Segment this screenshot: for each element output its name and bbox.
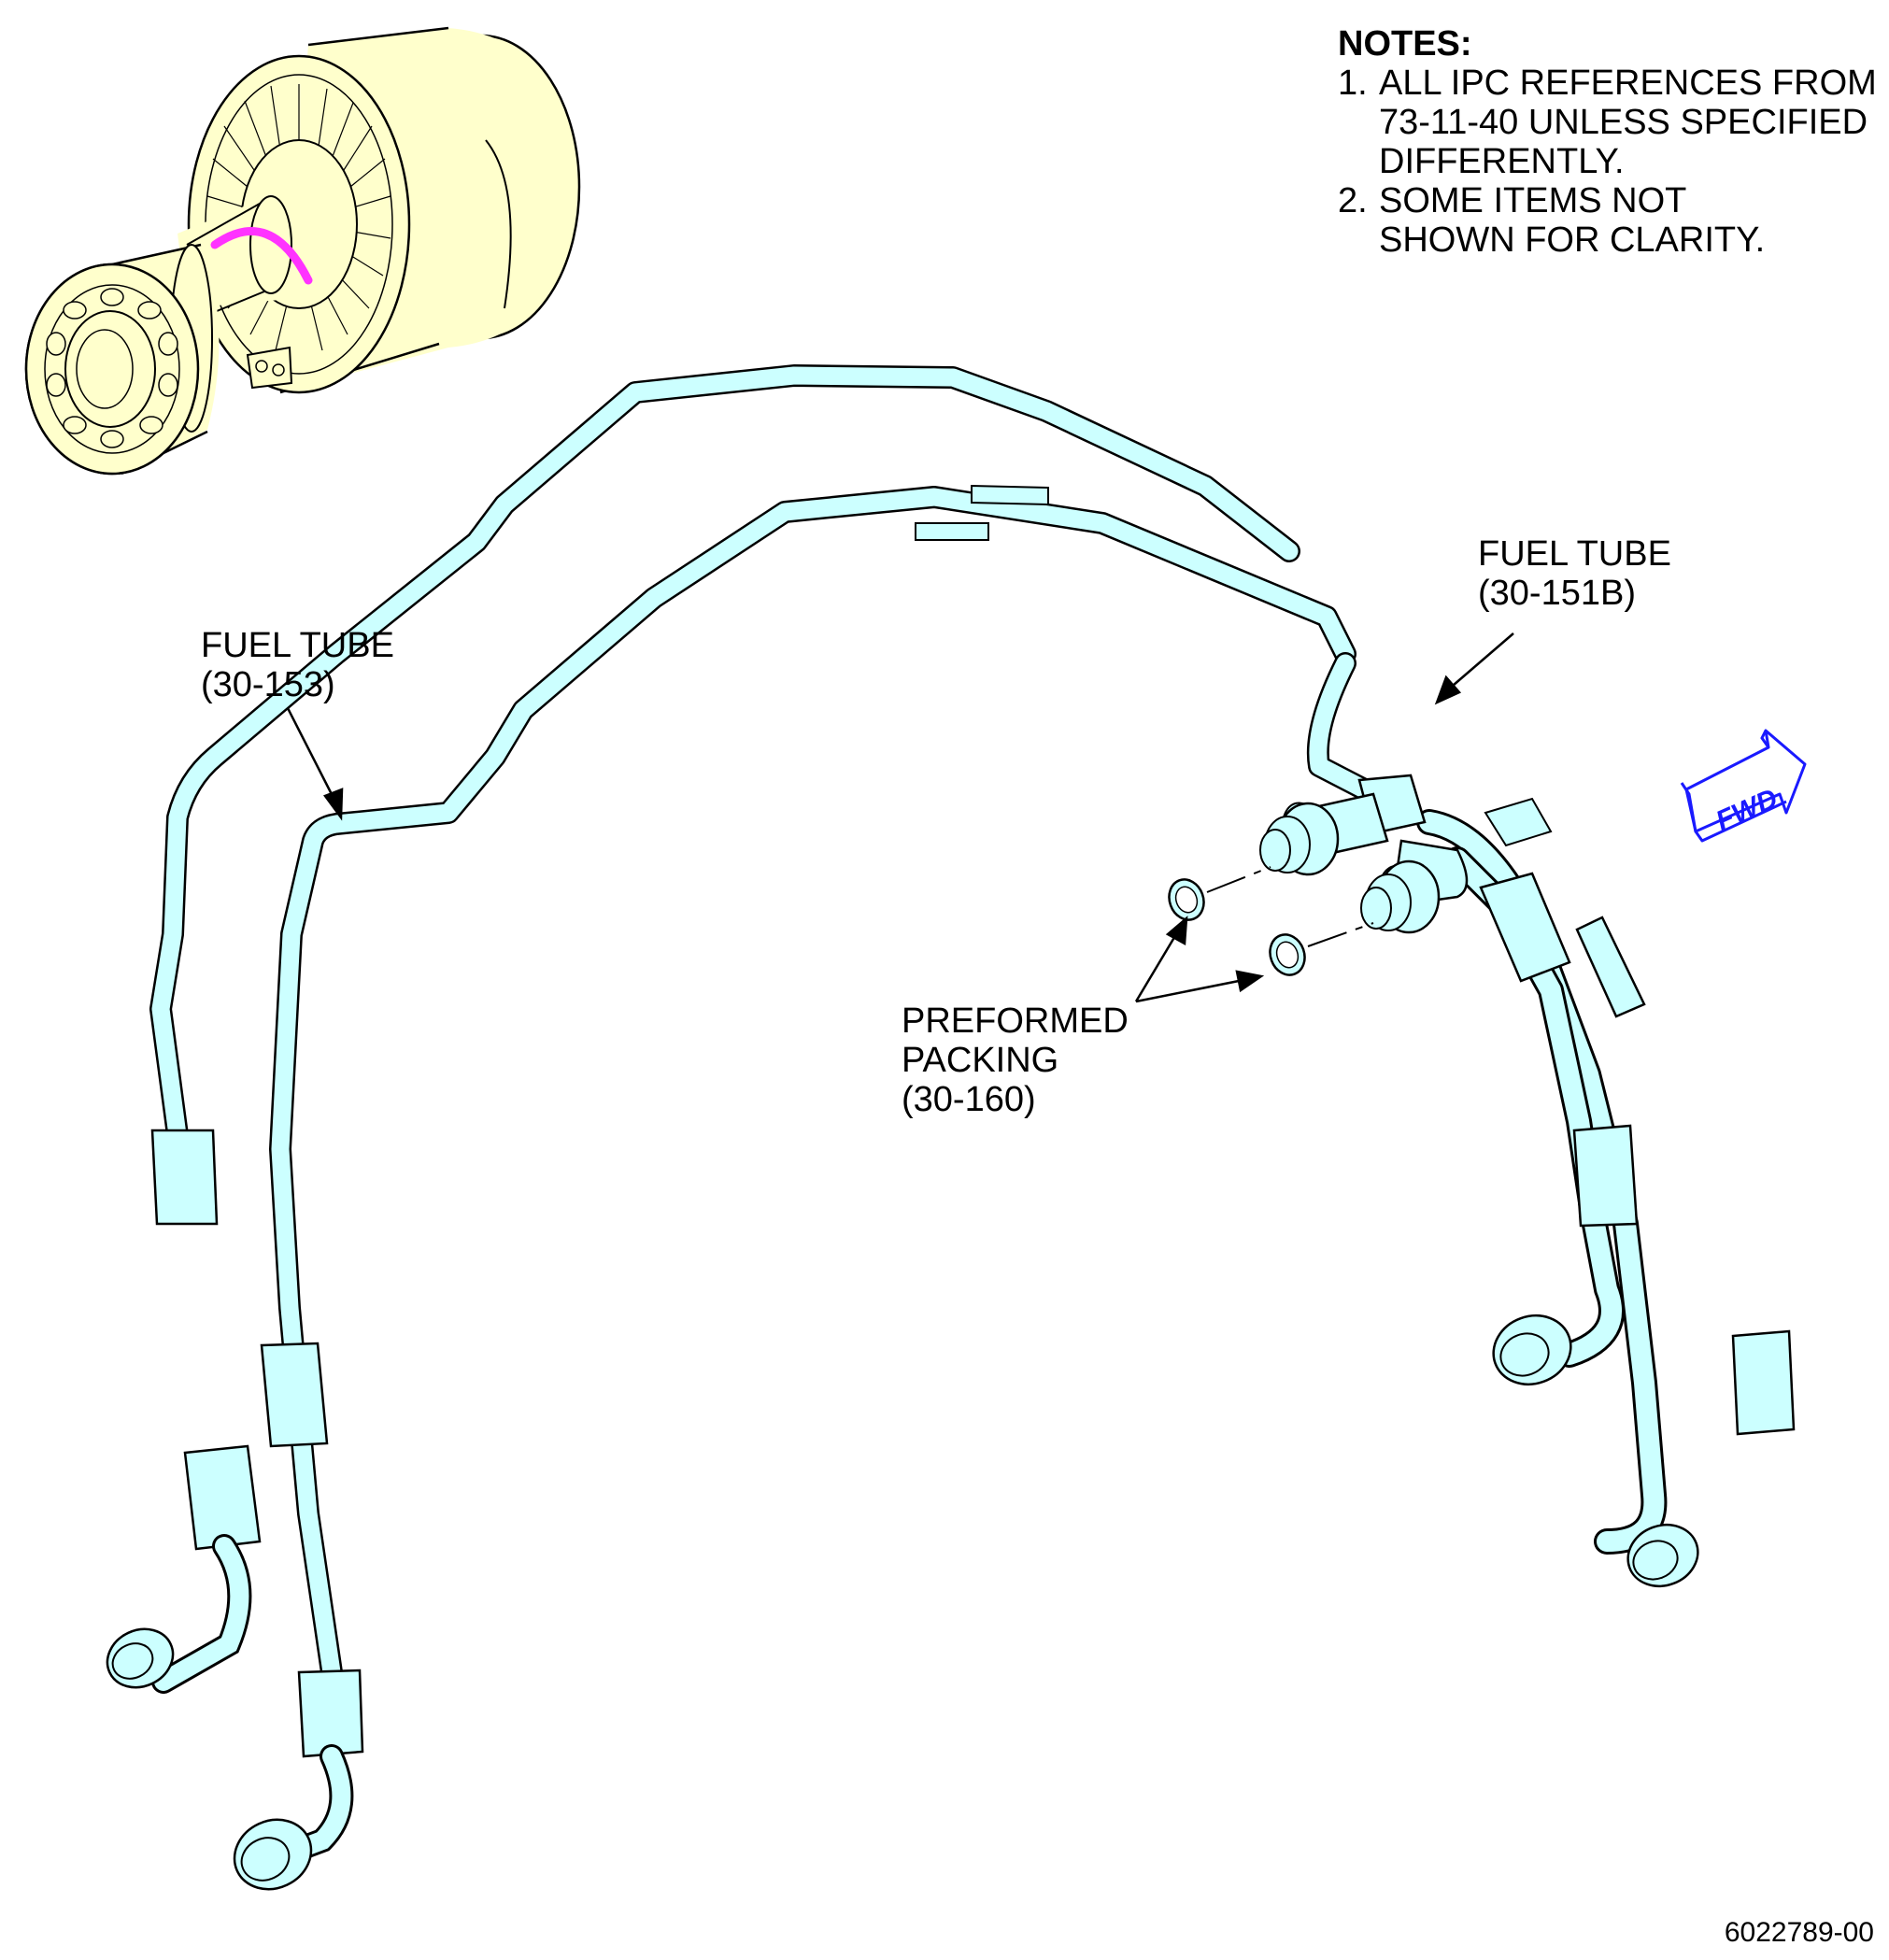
- figure-number: 6022789-00: [1724, 1917, 1874, 1948]
- fuel-tube-30-153: [106, 364, 1356, 1891]
- note-item-1: 1. ALL IPC REFERENCES FROM 73-11-40 UNLE…: [1338, 64, 1877, 181]
- preformed-packing-upper: [1168, 878, 1205, 921]
- notes-block: NOTES: 1. ALL IPC REFERENCES FROM 73-11-…: [1338, 24, 1877, 260]
- note-text: ALL IPC REFERENCES FROM 73-11-40 UNLESS …: [1379, 64, 1877, 181]
- notes-heading: NOTES:: [1338, 24, 1472, 64]
- leader-lines: [286, 632, 1514, 1003]
- tube-nut-right-2: [1626, 1523, 1699, 1588]
- fwd-arrow-icon: FWD: [1680, 729, 1807, 843]
- note-number: 1.: [1338, 64, 1368, 103]
- preformed-packing-lower: [1269, 933, 1306, 976]
- packing-centerlines: [1206, 866, 1374, 947]
- engine-locator-view: [24, 26, 581, 476]
- note-item-2: 2. SOME ITEMS NOT SHOWN FOR CLARITY.: [1338, 181, 1877, 260]
- callout-fuel-tube-30-151b: FUEL TUBE (30-151B): [1478, 534, 1671, 613]
- tube-nut-left-1: [106, 1627, 175, 1689]
- note-text: SOME ITEMS NOT SHOWN FOR CLARITY.: [1379, 181, 1766, 260]
- fuel-tube-30-151b: [1259, 652, 1796, 1588]
- tube-nut-left-2: [233, 1818, 313, 1891]
- callout-preformed-packing: PREFORMED PACKING (30-160): [902, 1001, 1129, 1119]
- note-number: 2.: [1338, 181, 1368, 220]
- tube-nut-right-1: [1492, 1314, 1572, 1386]
- union-fitting-lower: [1360, 859, 1441, 934]
- callout-fuel-tube-30-153: FUEL TUBE (30-153): [201, 626, 394, 704]
- union-fitting-upper: [1259, 802, 1340, 876]
